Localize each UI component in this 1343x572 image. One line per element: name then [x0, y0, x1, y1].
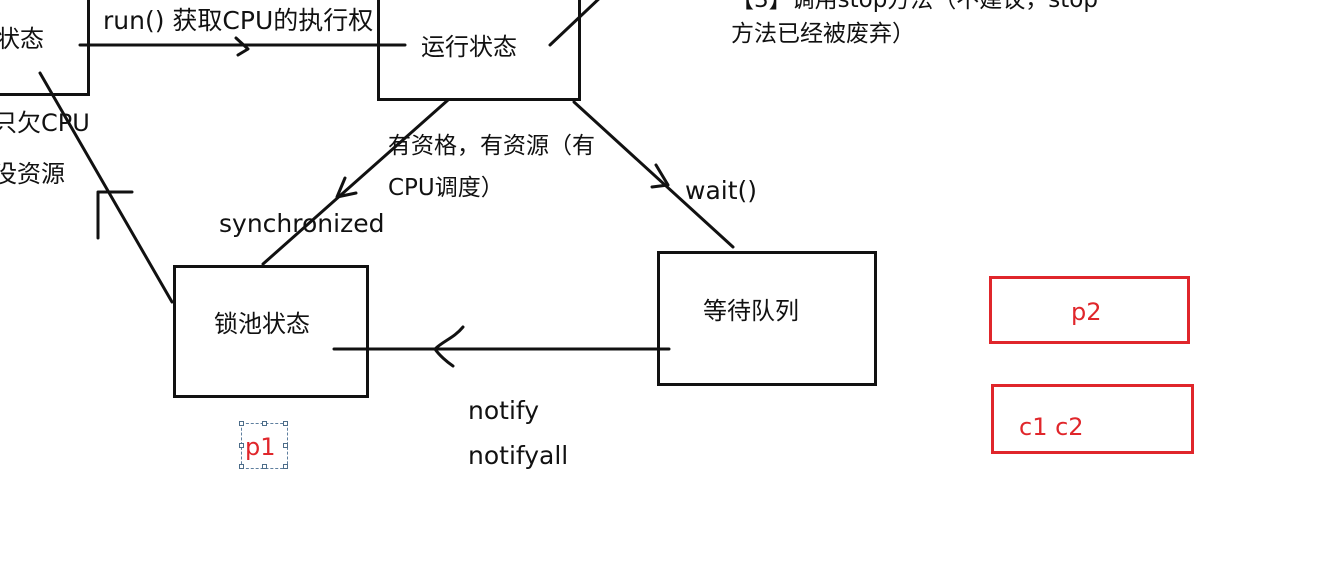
ready-to-lock-line [38, 71, 174, 304]
run-transition-label: run() 获取CPU的执行权 [103, 6, 374, 35]
lock-pool-state-box [173, 265, 369, 398]
c1-c2-label: c1 c2 [1019, 413, 1084, 441]
wait-label: wait() [685, 176, 758, 205]
ready-state-box [0, 0, 90, 96]
left-note-line-1: 只欠CPU [0, 109, 90, 137]
lock-pool-state-label: 锁池状态 [214, 310, 310, 338]
synchronized-arrow-head [335, 176, 358, 199]
resource-note-line-1: 有资格，有资源（有 [388, 133, 595, 159]
running-to-right-line [548, 0, 600, 47]
run-arrow-head [234, 36, 250, 57]
running-state-label: 运行状态 [421, 33, 517, 61]
stop-note-line-1: 【3】调用stop方法（不建议，stop [731, 0, 1098, 13]
left-note-line-2: 没资源 [0, 160, 65, 188]
notify-label: notify [468, 396, 540, 425]
waiting-queue-label: 等待队列 [703, 297, 799, 325]
p1-selection-box[interactable] [239, 421, 288, 469]
selection-handle-bottom-middle[interactable] [262, 464, 267, 469]
selection-handle-top-left[interactable] [239, 421, 244, 426]
running-state-box [377, 0, 581, 101]
left-arrow-mark [96, 190, 134, 240]
resource-note-line-2: CPU调度） [388, 175, 504, 201]
c1-c2-box [991, 384, 1194, 454]
p1-label[interactable]: p1 [245, 433, 276, 461]
selection-handle-top-middle[interactable] [262, 421, 267, 426]
ready-state-partial-label: 状态 [0, 25, 44, 53]
running-to-wait-line [572, 100, 735, 249]
selection-handle-middle-left[interactable] [239, 443, 244, 448]
stop-note-line-2: 方法已经被废弃） [731, 21, 915, 47]
selection-handle-top-right[interactable] [283, 421, 288, 426]
synchronized-label: synchronized [219, 209, 385, 238]
selection-handle-bottom-left[interactable] [239, 464, 244, 469]
notify-arrow-head [433, 325, 465, 368]
running-to-lock-line [261, 98, 450, 266]
waiting-queue-box [657, 251, 877, 386]
selection-handle-middle-right[interactable] [283, 443, 288, 448]
notifyall-label: notifyall [468, 441, 569, 470]
p2-box [989, 276, 1190, 344]
selection-handle-bottom-right[interactable] [283, 464, 288, 469]
wait-arrow-head [650, 163, 670, 189]
p2-label: p2 [1071, 298, 1102, 326]
